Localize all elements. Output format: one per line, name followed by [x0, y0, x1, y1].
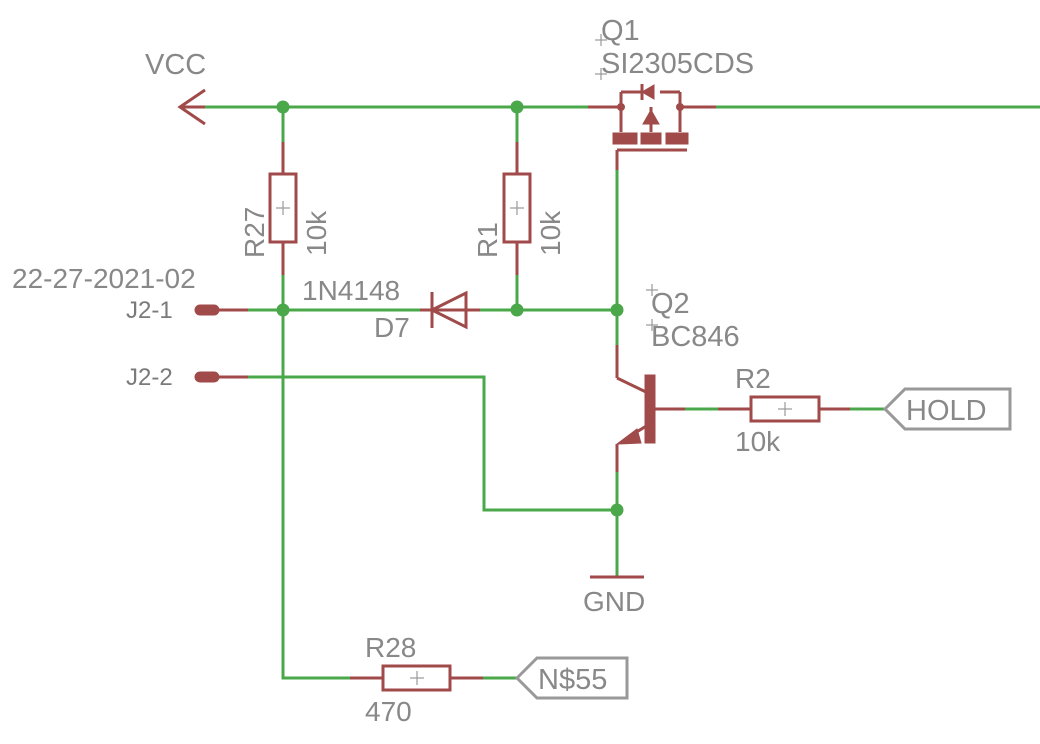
r28-name: R28: [365, 632, 416, 663]
diode-d7[interactable]: 1N4148 D7: [302, 275, 480, 343]
j2-1-label: J2-1: [126, 297, 173, 324]
j2-pin2[interactable]: [194, 371, 220, 383]
junction-dot: [610, 503, 624, 517]
r2-name: R2: [735, 363, 771, 394]
vcc-symbol: VCC: [145, 49, 206, 126]
r1-name: R1: [472, 222, 503, 258]
net-label-n55[interactable]: N$55: [514, 656, 629, 700]
resistor-r2[interactable]: R2 10k: [718, 363, 850, 457]
r27-value: 10k: [301, 210, 332, 256]
gnd-symbol: GND: [583, 575, 645, 617]
r27-name: R27: [239, 207, 270, 258]
transistor-q2[interactable]: Q2 BC846: [615, 284, 740, 472]
resistor-r28[interactable]: R28 470: [350, 632, 483, 727]
n55-label: N$55: [538, 664, 607, 696]
q1-name: Q1: [601, 15, 640, 47]
junction-dot: [610, 303, 624, 317]
connector-part-label: 22-27-2021-02: [12, 263, 196, 294]
q2-value: BC846: [651, 321, 740, 353]
junctions: [276, 100, 624, 517]
q1-value: SI2305CDS: [601, 48, 754, 80]
r1-value: 10k: [535, 210, 566, 256]
gnd-label: GND: [583, 586, 645, 617]
j2-pin1[interactable]: [194, 304, 220, 316]
d7-name: D7: [374, 312, 410, 343]
j2-2-label: J2-2: [126, 364, 173, 391]
mosfet-q1[interactable]: Q1 SI2305CDS: [588, 15, 754, 170]
junction-dot: [510, 303, 524, 317]
d7-value: 1N4148: [302, 275, 400, 306]
wires: [180, 105, 1040, 680]
connector-j2[interactable]: 22-27-2021-02 J2-1 J2-2: [12, 263, 248, 391]
junction-dot: [276, 303, 290, 317]
vcc-label: VCC: [145, 49, 206, 81]
net-label-hold[interactable]: HOLD: [882, 387, 1012, 431]
r2-value: 10k: [735, 426, 781, 457]
resistor-r1[interactable]: R1 10k: [472, 142, 566, 275]
q2-name: Q2: [651, 288, 690, 320]
junction-dot: [276, 100, 290, 114]
junction-dot: [510, 100, 524, 114]
r28-value: 470: [365, 696, 412, 727]
resistor-r27[interactable]: R27 10k: [239, 142, 332, 275]
hold-label: HOLD: [906, 395, 987, 427]
